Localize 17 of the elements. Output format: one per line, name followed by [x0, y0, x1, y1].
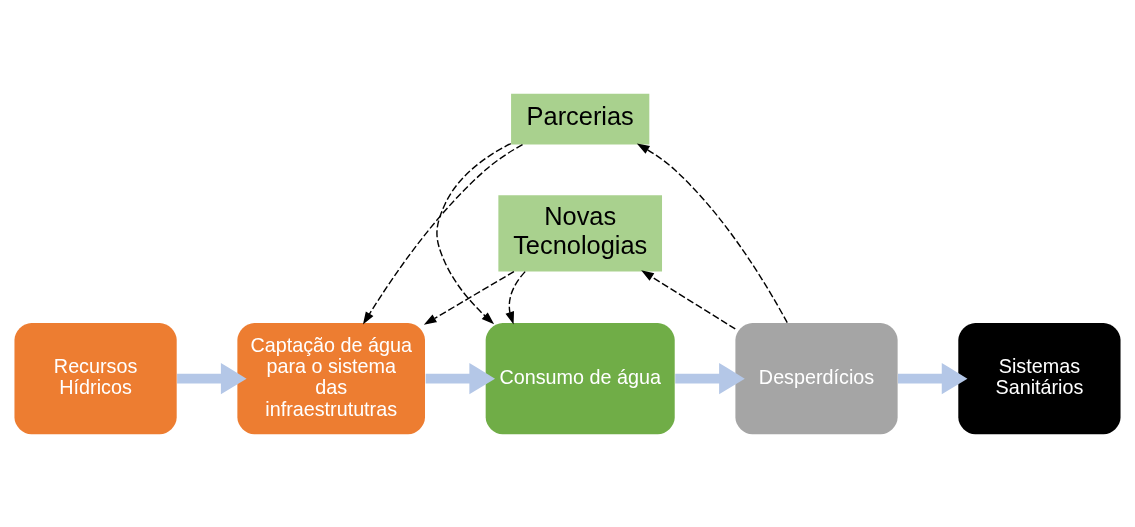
node-box: Captação de água para o sistema das infraestrututras — [237, 322, 425, 434]
node-box: Recursos Hídricos — [14, 322, 177, 434]
arrow — [177, 362, 247, 394]
node-box: Novas Tecnologias — [498, 194, 663, 271]
node-box: Sistemas Sanitários — [958, 322, 1121, 434]
arrow — [505, 270, 526, 324]
arrow — [423, 270, 515, 325]
arrow — [362, 143, 524, 325]
arrow — [898, 362, 968, 394]
node-box: Consumo de água — [485, 322, 675, 434]
arrow — [675, 362, 745, 394]
arrow — [636, 142, 788, 323]
node-box: Desperdícios — [735, 322, 898, 434]
arrow — [436, 142, 512, 324]
node-box: Parcerias — [511, 93, 650, 144]
arrow — [641, 269, 736, 330]
arrow — [425, 362, 496, 394]
